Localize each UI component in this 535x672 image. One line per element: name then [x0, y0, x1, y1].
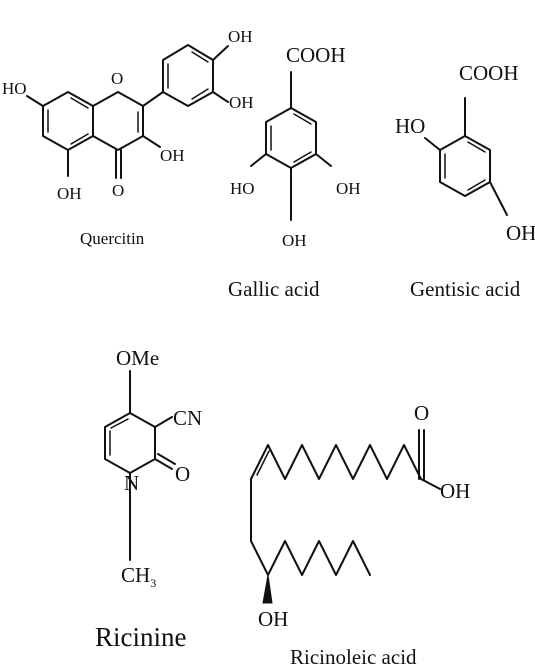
gentisic-acid-name: Gentisic acid	[410, 277, 521, 301]
gentisic-acid-bonds	[424, 97, 508, 216]
ricinoleic-acid-oh-chain: OH	[258, 607, 288, 631]
quercitin-o-ring: O	[111, 69, 123, 88]
quercitin-structure: HO OH OH OH OH O O Quercitin	[2, 27, 254, 248]
ricinine-ome: OMe	[116, 346, 159, 370]
ricinoleic-acid-name: Ricinoleic acid	[290, 645, 417, 669]
quercitin-name: Quercitin	[80, 229, 145, 248]
ricinine-structure: OMe CN O N CH3 Ricinine	[95, 346, 202, 652]
quercitin-bonds	[26, 44, 229, 179]
quercitin-oh-right: OH	[229, 93, 254, 112]
quercitin-oh-ring: OH	[160, 146, 185, 165]
gentisic-acid-cooh: COOH	[459, 61, 519, 85]
ricinoleic-acid-structure: O OH OH Ricinoleic acid	[250, 401, 470, 669]
gentisic-acid-structure: COOH HO OH Gentisic acid	[395, 61, 535, 301]
gallic-acid-bonds	[250, 71, 332, 221]
gallic-acid-name: Gallic acid	[228, 277, 320, 301]
ricinoleic-acid-oh-acid: OH	[440, 479, 470, 503]
ricinine-ch3-main: CH	[121, 563, 150, 587]
ricinoleic-acid-bonds	[250, 429, 441, 604]
gentisic-acid-oh: OH	[506, 221, 535, 245]
ricinine-cn: CN	[173, 406, 202, 430]
gallic-acid-oh-bottom: OH	[282, 231, 307, 250]
ricinine-ch3: CH3	[121, 563, 156, 590]
ricinine-name: Ricinine	[95, 622, 186, 652]
gentisic-acid-ho: HO	[395, 114, 425, 138]
gallic-acid-oh-right: OH	[336, 179, 361, 198]
gallic-acid-structure: COOH HO OH OH Gallic acid	[228, 43, 361, 301]
quercitin-ho-left: HO	[2, 79, 27, 98]
ricinine-n: N	[124, 471, 139, 495]
ricinine-ch3-subscript: 3	[150, 576, 156, 590]
quercitin-oh-bottom: OH	[57, 184, 82, 203]
ricinoleic-acid-o: O	[414, 401, 429, 425]
quercitin-o-keto: O	[112, 181, 124, 200]
gallic-acid-ho-left: HO	[230, 179, 255, 198]
gallic-acid-cooh: COOH	[286, 43, 346, 67]
ricinine-o: O	[175, 462, 190, 486]
ricinine-bonds	[104, 370, 176, 561]
quercitin-oh-top: OH	[228, 27, 253, 46]
